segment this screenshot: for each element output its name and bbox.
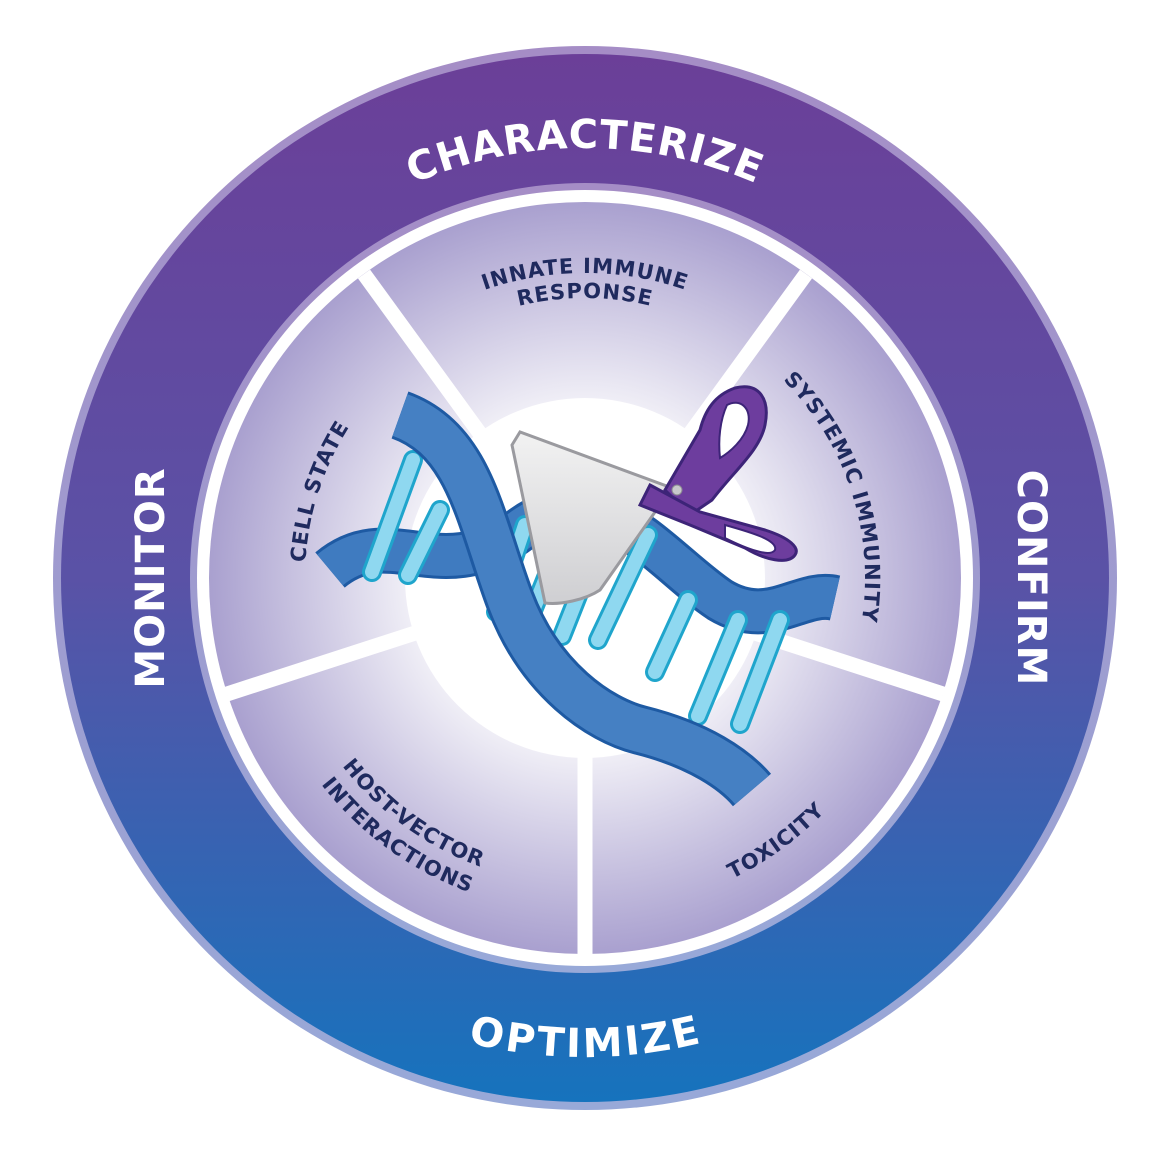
scissors-blade [510,430,675,605]
label-confirm: CONFIRM [1008,470,1054,687]
dna-with-scissors-icon [315,385,841,807]
scissors-handles [637,385,798,562]
label-monitor: MONITOR [128,467,174,688]
